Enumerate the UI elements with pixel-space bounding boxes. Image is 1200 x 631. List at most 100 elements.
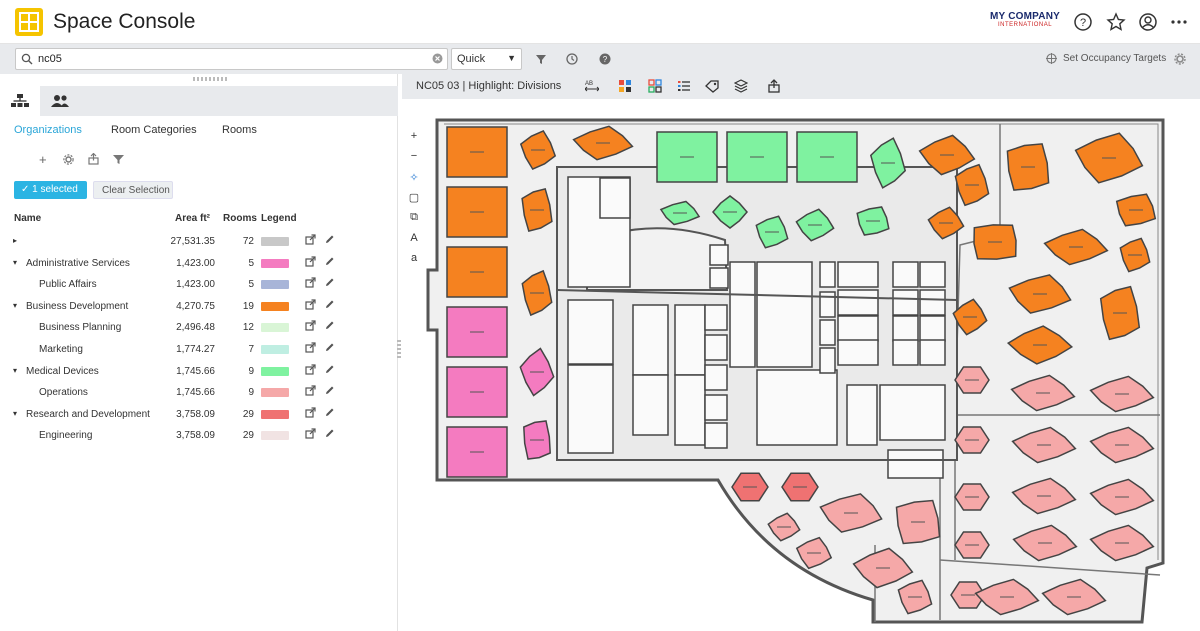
text-large-icon[interactable]: A <box>410 231 418 244</box>
core-room[interactable] <box>704 304 728 331</box>
core-room[interactable] <box>632 374 669 436</box>
edit-pencil-icon[interactable] <box>324 407 335 418</box>
zoom-in-icon[interactable]: + <box>410 130 418 142</box>
add-icon[interactable]: + <box>39 152 47 167</box>
edit-pencil-icon[interactable] <box>324 234 335 245</box>
core-room[interactable] <box>837 315 879 342</box>
open-external-icon[interactable] <box>305 342 316 353</box>
org-settings-icon[interactable] <box>63 154 74 165</box>
open-external-icon[interactable] <box>305 428 316 439</box>
core-room[interactable] <box>887 449 944 479</box>
core-room[interactable] <box>704 334 728 361</box>
help-icon[interactable]: ? <box>1073 12 1093 32</box>
favorites-icon[interactable] <box>1106 12 1126 32</box>
legend-swatch[interactable] <box>261 388 289 398</box>
search-input[interactable]: nc05 <box>15 48 448 70</box>
core-room[interactable] <box>674 374 706 446</box>
layers-icon[interactable] <box>734 79 748 93</box>
legend-swatch[interactable] <box>261 431 289 441</box>
core-room[interactable] <box>756 261 813 368</box>
open-external-icon[interactable] <box>305 320 316 331</box>
column-header-area[interactable]: Area ft² <box>175 213 211 224</box>
expand-caret-icon[interactable]: ▾ <box>13 257 18 267</box>
core-room[interactable] <box>709 267 729 289</box>
core-room[interactable] <box>704 422 728 449</box>
tab-organizations[interactable]: Organizations <box>14 124 82 136</box>
core-room[interactable] <box>837 261 879 288</box>
tab-org-chart[interactable] <box>0 86 40 116</box>
tab-rooms[interactable]: Rooms <box>222 124 257 136</box>
core-room[interactable] <box>632 304 669 376</box>
core-room[interactable] <box>919 261 946 288</box>
select-area-icon[interactable]: ▢ <box>408 191 420 204</box>
office-room[interactable] <box>446 126 508 178</box>
open-external-icon[interactable] <box>305 234 316 245</box>
legend-swatch[interactable] <box>261 409 289 419</box>
expand-caret-icon[interactable]: ▾ <box>13 408 18 418</box>
legend-swatch[interactable] <box>261 301 289 311</box>
label-tag-icon[interactable] <box>705 79 719 93</box>
panel-resize-handle[interactable] <box>193 77 229 81</box>
core-room[interactable] <box>819 347 836 374</box>
column-header-rooms[interactable]: Rooms <box>223 213 257 224</box>
core-room[interactable] <box>846 384 878 446</box>
filter-icon[interactable] <box>535 53 547 65</box>
core-room[interactable] <box>567 299 614 365</box>
core-room[interactable] <box>919 289 946 316</box>
legend-swatch[interactable] <box>261 258 289 268</box>
edit-pencil-icon[interactable] <box>324 256 335 267</box>
app-logo-icon[interactable] <box>15 8 43 36</box>
corridor-wall[interactable] <box>556 289 958 301</box>
legend-swatch[interactable] <box>261 345 289 354</box>
locate-icon[interactable]: ✧ <box>409 171 419 184</box>
core-room[interactable] <box>919 315 946 342</box>
expand-caret-icon[interactable]: ▸ <box>13 236 18 245</box>
core-room[interactable] <box>892 339 919 366</box>
column-header-name[interactable]: Name <box>14 213 42 224</box>
core-room[interactable] <box>756 369 838 446</box>
core-room[interactable] <box>599 177 631 219</box>
core-room[interactable] <box>892 261 919 288</box>
more-options-icon[interactable] <box>1169 12 1189 32</box>
edit-pencil-icon[interactable] <box>324 428 335 439</box>
core-room[interactable] <box>704 364 728 391</box>
settings-gear-icon[interactable] <box>1174 53 1186 65</box>
expand-caret-icon[interactable]: ▾ <box>13 300 18 310</box>
open-external-icon[interactable] <box>305 255 316 267</box>
clear-selection-button[interactable]: Clear Selection <box>93 181 173 199</box>
clear-search-icon[interactable] <box>432 53 443 64</box>
zoom-out-icon[interactable]: − <box>410 150 418 163</box>
color-by-category-icon[interactable] <box>618 79 632 93</box>
core-room[interactable] <box>819 319 836 346</box>
legend-swatch[interactable] <box>261 323 289 333</box>
core-room[interactable] <box>674 304 706 376</box>
search-help-icon[interactable]: ? <box>599 53 611 65</box>
core-room[interactable] <box>729 261 756 368</box>
tab-room-categories[interactable]: Room Categories <box>111 124 197 136</box>
edit-pencil-icon[interactable] <box>324 277 335 288</box>
open-external-icon[interactable] <box>305 277 316 288</box>
user-account-icon[interactable] <box>1138 12 1158 32</box>
core-room[interactable] <box>892 315 919 342</box>
edit-pencil-icon[interactable] <box>324 364 335 375</box>
open-external-icon[interactable] <box>305 299 316 310</box>
core-room[interactable] <box>837 339 879 366</box>
core-room[interactable] <box>819 261 836 288</box>
dimension-icon[interactable]: AB <box>585 79 599 93</box>
core-room[interactable] <box>709 244 729 266</box>
legend-list-icon[interactable] <box>677 79 691 93</box>
core-room[interactable] <box>879 384 946 441</box>
core-room[interactable] <box>919 339 946 366</box>
legend-swatch[interactable] <box>261 280 289 290</box>
